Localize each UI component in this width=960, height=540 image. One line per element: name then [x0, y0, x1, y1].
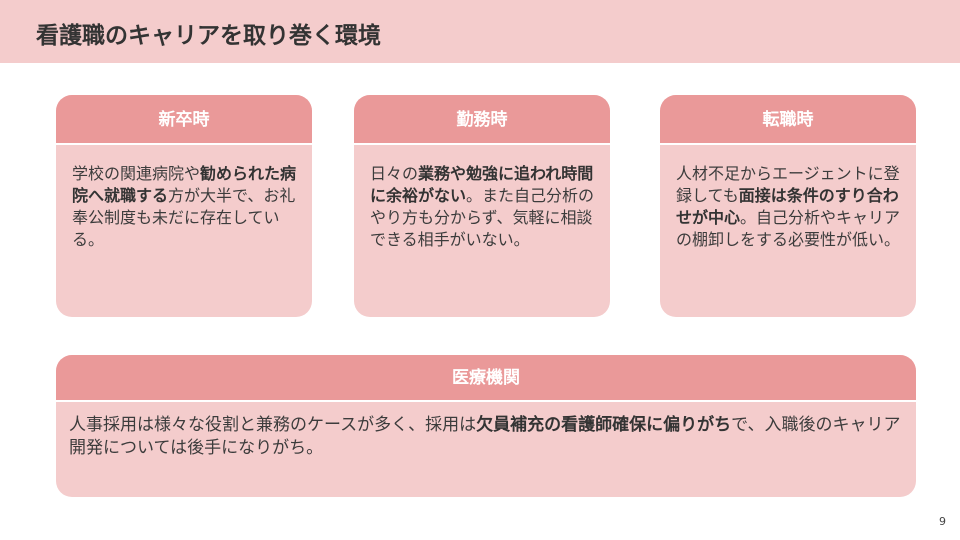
- card-body: 日々の業務や勉強に追われ時間に余裕がない。また自己分析のやり方も分からず、気軽に…: [354, 145, 610, 251]
- page-number: 9: [939, 515, 946, 528]
- text-segment: 。自己分析やキャリアの棚卸しをする必要性が低い。: [676, 208, 901, 249]
- card-body: 人事採用は様々な役割と兼務のケースが多く、採用は欠員補充の看護師確保に偏りがちで…: [56, 402, 916, 460]
- slide-title: 看護職のキャリアを取り巻く環境: [36, 23, 381, 49]
- card-working: 勤務時 日々の業務や勉強に追われ時間に余裕がない。また自己分析のやり方も分からず…: [354, 95, 610, 317]
- card-body: 人材不足からエージェントに登録しても面接は条件のすり合わせが中心。自己分析やキャ…: [660, 145, 916, 251]
- title-bar: 看護職のキャリアを取り巻く環境: [0, 0, 960, 63]
- text-segment: で、入職後のキャリア開発については後手になりがち。: [69, 415, 901, 458]
- card-heading: 新卒時: [56, 95, 312, 145]
- card-body: 学校の関連病院や勧められた病院へ就職する方が大半で、お礼奉公制度も未だに存在して…: [56, 145, 312, 251]
- text-segment-bold: 欠員補充の看護師確保に偏りがち: [476, 415, 732, 435]
- text-segment-bold: 業務や勉強に追われ時間に余裕がない: [370, 164, 594, 205]
- card-heading: 勤務時: [354, 95, 610, 145]
- card-heading: 転職時: [660, 95, 916, 145]
- text-segment: 人事採用は様々な役割と兼務のケースが多く、採用は: [69, 415, 477, 435]
- card-job-change: 転職時 人材不足からエージェントに登録しても面接は条件のすり合わせが中心。自己分…: [660, 95, 916, 317]
- text-segment-bold: 面接は条件のすり合わせが中心: [676, 186, 899, 227]
- text-segment: 方が大半で、お礼奉公制度も未だに存在している。: [72, 186, 296, 249]
- text-segment: 。また自己分析のやり方も分からず、気軽に相談できる相手がいない。: [370, 186, 595, 249]
- text-segment: 人材不足からエージェントに登録しても: [676, 164, 900, 205]
- text-segment-bold: 勧められた病院へ就職する: [72, 164, 297, 205]
- card-heading: 医療機関: [56, 355, 916, 402]
- card-medical-institution: 医療機関 人事採用は様々な役割と兼務のケースが多く、採用は欠員補充の看護師確保に…: [56, 355, 916, 497]
- text-segment: 日々の: [370, 164, 419, 183]
- text-segment: 学校の関連病院や: [72, 164, 201, 183]
- card-new-graduate: 新卒時 学校の関連病院や勧められた病院へ就職する方が大半で、お礼奉公制度も未だに…: [56, 95, 312, 317]
